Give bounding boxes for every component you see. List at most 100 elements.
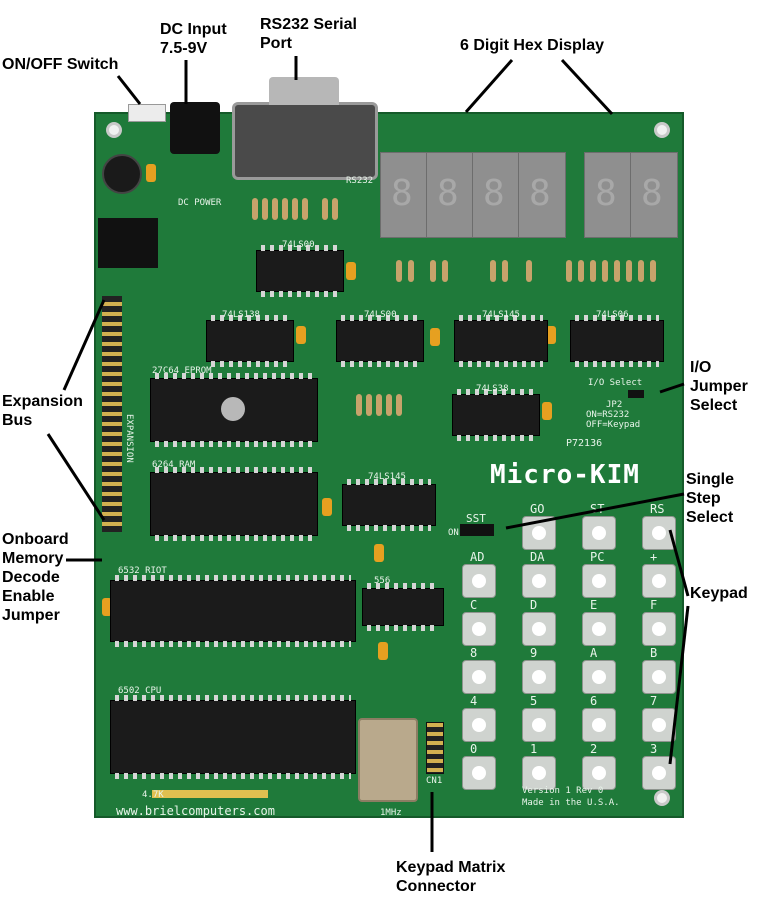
key-label: D — [530, 598, 538, 612]
key-pc[interactable] — [582, 564, 616, 598]
chip-74ls145-a — [454, 315, 548, 367]
key-ad[interactable] — [462, 564, 496, 598]
key-label: 3 — [650, 742, 658, 756]
made-in-silk: Made in the U.S.A. — [522, 798, 620, 808]
keypad-matrix-connector-label: Keypad Matrix Connector — [396, 859, 506, 895]
resistor-network — [152, 790, 268, 798]
key-6[interactable] — [582, 708, 616, 742]
hex-display-label: 6 Digit Hex Display — [460, 37, 605, 54]
key-a[interactable] — [582, 660, 616, 694]
key-c[interactable] — [462, 612, 496, 646]
chip-6532-riot — [110, 575, 356, 647]
crystal-oscillator — [358, 718, 418, 802]
key-3[interactable] — [642, 756, 676, 790]
key-label: 4 — [470, 694, 478, 708]
key-plus[interactable] — [642, 564, 676, 598]
key-label: B — [650, 646, 658, 660]
key-go[interactable] — [522, 516, 556, 550]
key-st[interactable] — [582, 516, 616, 550]
key-label: RS — [650, 502, 665, 516]
single-step-select-label: Single Step Select — [686, 471, 735, 526]
key-1[interactable] — [522, 756, 556, 790]
key-b[interactable] — [642, 660, 676, 694]
chip-74ls00-a — [256, 245, 344, 297]
mount-hole — [654, 790, 670, 806]
key-label: F — [650, 598, 658, 612]
cn1-silk: CN1 — [426, 776, 443, 786]
key-label: 5 — [530, 694, 538, 708]
key-label: C — [470, 598, 478, 612]
io-select-silk: I/O Select — [588, 378, 643, 388]
mount-hole — [106, 122, 122, 138]
chip-label: 6502 CPU — [118, 686, 162, 696]
electrolytic-capacitor — [102, 154, 142, 194]
key-label: 0 — [470, 742, 478, 756]
brand-logo: Micro-KIM — [490, 460, 640, 490]
key-d[interactable] — [522, 612, 556, 646]
hex-digit: 8 — [630, 152, 678, 238]
key-label: A — [590, 646, 598, 660]
chip-74ls38 — [452, 389, 540, 441]
key-label: + — [650, 550, 658, 564]
version-silk: Version 1 Rev 0 — [522, 786, 604, 796]
key-label: 1 — [530, 742, 538, 756]
hex-digit: 8 — [518, 152, 566, 238]
key-e[interactable] — [582, 612, 616, 646]
on-silk: ON — [448, 528, 459, 538]
key-label: 2 — [590, 742, 598, 756]
chip-556 — [362, 583, 444, 631]
dc-power-silk: DC POWER — [178, 198, 222, 208]
chip-74ls138 — [206, 315, 294, 367]
chip-label: 74LS38 — [476, 384, 509, 394]
chip-74ls00-b — [336, 315, 424, 367]
chip-6264-ram — [150, 467, 318, 541]
chip-label: 74LS00 — [364, 310, 397, 320]
on-off-switch-label: ON/OFF Switch — [2, 56, 119, 73]
hex-digit: 8 — [380, 152, 428, 238]
chip-label: 6264 RAM — [152, 460, 196, 470]
dc-power-jack — [170, 102, 220, 154]
chip-6502-cpu — [110, 695, 356, 779]
key-7[interactable] — [642, 708, 676, 742]
on-off-switch[interactable] — [128, 104, 166, 122]
key-label: DA — [530, 550, 545, 564]
key-rs[interactable] — [642, 516, 676, 550]
sst-silk: SST — [466, 512, 486, 525]
key-f[interactable] — [642, 612, 676, 646]
chip-74ls145-b — [342, 479, 436, 531]
chip-label: 556 — [374, 576, 391, 586]
rs232-connector — [232, 77, 378, 180]
key-label: GO — [530, 502, 545, 516]
crystal-freq-silk: 1MHz — [380, 808, 402, 818]
single-step-switch[interactable] — [460, 524, 494, 536]
micro-kim-board: DC POWER RS232 8 8 8 8 8 8 74LS00 74LS13… — [94, 77, 684, 818]
key-label: 8 — [470, 646, 478, 660]
expansion-silk: EXPANSION — [124, 414, 134, 463]
hex-digit: 8 — [426, 152, 474, 238]
key-9[interactable] — [522, 660, 556, 694]
keypad-label: Keypad — [690, 585, 748, 602]
keypad-matrix-connector — [426, 722, 444, 774]
key-2[interactable] — [582, 756, 616, 790]
key-5[interactable] — [522, 708, 556, 742]
chip-74ls06 — [570, 315, 664, 367]
rs232-port-label: RS232 Serial Port — [260, 16, 357, 52]
website-silk: www.brielcomputers.com — [116, 804, 275, 818]
key-4[interactable] — [462, 708, 496, 742]
io-jumper-jp2[interactable] — [628, 390, 644, 398]
hex-digit: 8 — [472, 152, 520, 238]
key-label: AD — [470, 550, 485, 564]
chip-label: 6532 RIOT — [118, 566, 167, 576]
mount-hole — [654, 122, 670, 138]
expansion-header — [102, 296, 122, 532]
key-8[interactable] — [462, 660, 496, 694]
rs232-silk: RS232 — [346, 176, 374, 186]
key-da[interactable] — [522, 564, 556, 598]
io-options-silk: ON=RS232 OFF=Keypad — [586, 410, 641, 430]
key-label: 6 — [590, 694, 598, 708]
chip-label: 74LS145 — [368, 472, 406, 482]
key-0[interactable] — [462, 756, 496, 790]
chip-label: 74LS138 — [222, 310, 260, 320]
key-label: 9 — [530, 646, 538, 660]
part-number-silk: P72136 — [566, 438, 603, 449]
